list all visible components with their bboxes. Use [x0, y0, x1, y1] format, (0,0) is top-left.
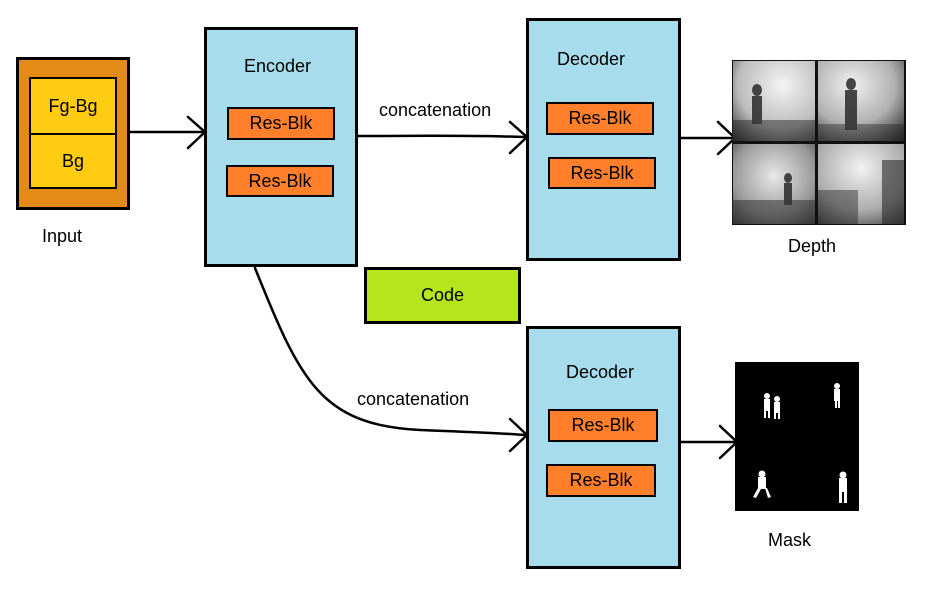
encoder-res-blk-1: Res-Blk — [227, 107, 335, 140]
res-blk-label: Res-Blk — [249, 113, 313, 133]
res-blk-label: Res-Blk — [568, 108, 632, 128]
decoder-bottom-block: Decoder Res-Blk Res-Blk — [526, 326, 681, 569]
decoder-top-block: Decoder Res-Blk Res-Blk — [526, 18, 681, 261]
decoder-top-res-blk-1: Res-Blk — [546, 102, 654, 135]
edge-label-bottom: concatenation — [357, 389, 470, 409]
input-cell-label: Bg — [61, 150, 85, 171]
input-cell-label: Fg-Bg — [48, 95, 98, 116]
encoder-block: Encoder Res-Blk Res-Blk — [204, 27, 358, 267]
mask-image — [735, 362, 859, 511]
res-blk-label: Res-Blk — [571, 415, 635, 435]
decoder-bottom-res-blk-2: Res-Blk — [546, 464, 656, 497]
input-cell-fg-bg: Fg-Bg — [29, 77, 117, 135]
arrow-encoder-to-decoder-bottom — [253, 266, 527, 437]
code-label: Code — [420, 285, 465, 305]
input-label: Input — [42, 226, 83, 246]
depth-tile-2 — [818, 61, 904, 141]
edge-label-top: concatenation — [379, 100, 492, 120]
mask-label: Mask — [768, 530, 812, 550]
arrow-encoder-to-decoder-top — [356, 134, 527, 139]
depth-label: Depth — [788, 236, 837, 256]
encoder-title: Encoder — [244, 56, 312, 76]
decoder-top-res-blk-2: Res-Blk — [548, 157, 656, 189]
decoder-bottom-res-blk-1: Res-Blk — [548, 409, 658, 442]
decoder-bottom-title: Decoder — [566, 362, 635, 382]
input-block: Fg-Bg Bg — [16, 57, 130, 210]
res-blk-label: Res-Blk — [570, 162, 634, 183]
res-blk-label: Res-Blk — [569, 470, 633, 490]
encoder-res-blk-2: Res-Blk — [226, 165, 334, 197]
decoder-top-title: Decoder — [557, 49, 626, 69]
depth-image — [732, 60, 906, 225]
input-cell-bg: Bg — [29, 133, 117, 189]
res-blk-label: Res-Blk — [248, 170, 312, 191]
code-block: Code — [364, 267, 521, 324]
